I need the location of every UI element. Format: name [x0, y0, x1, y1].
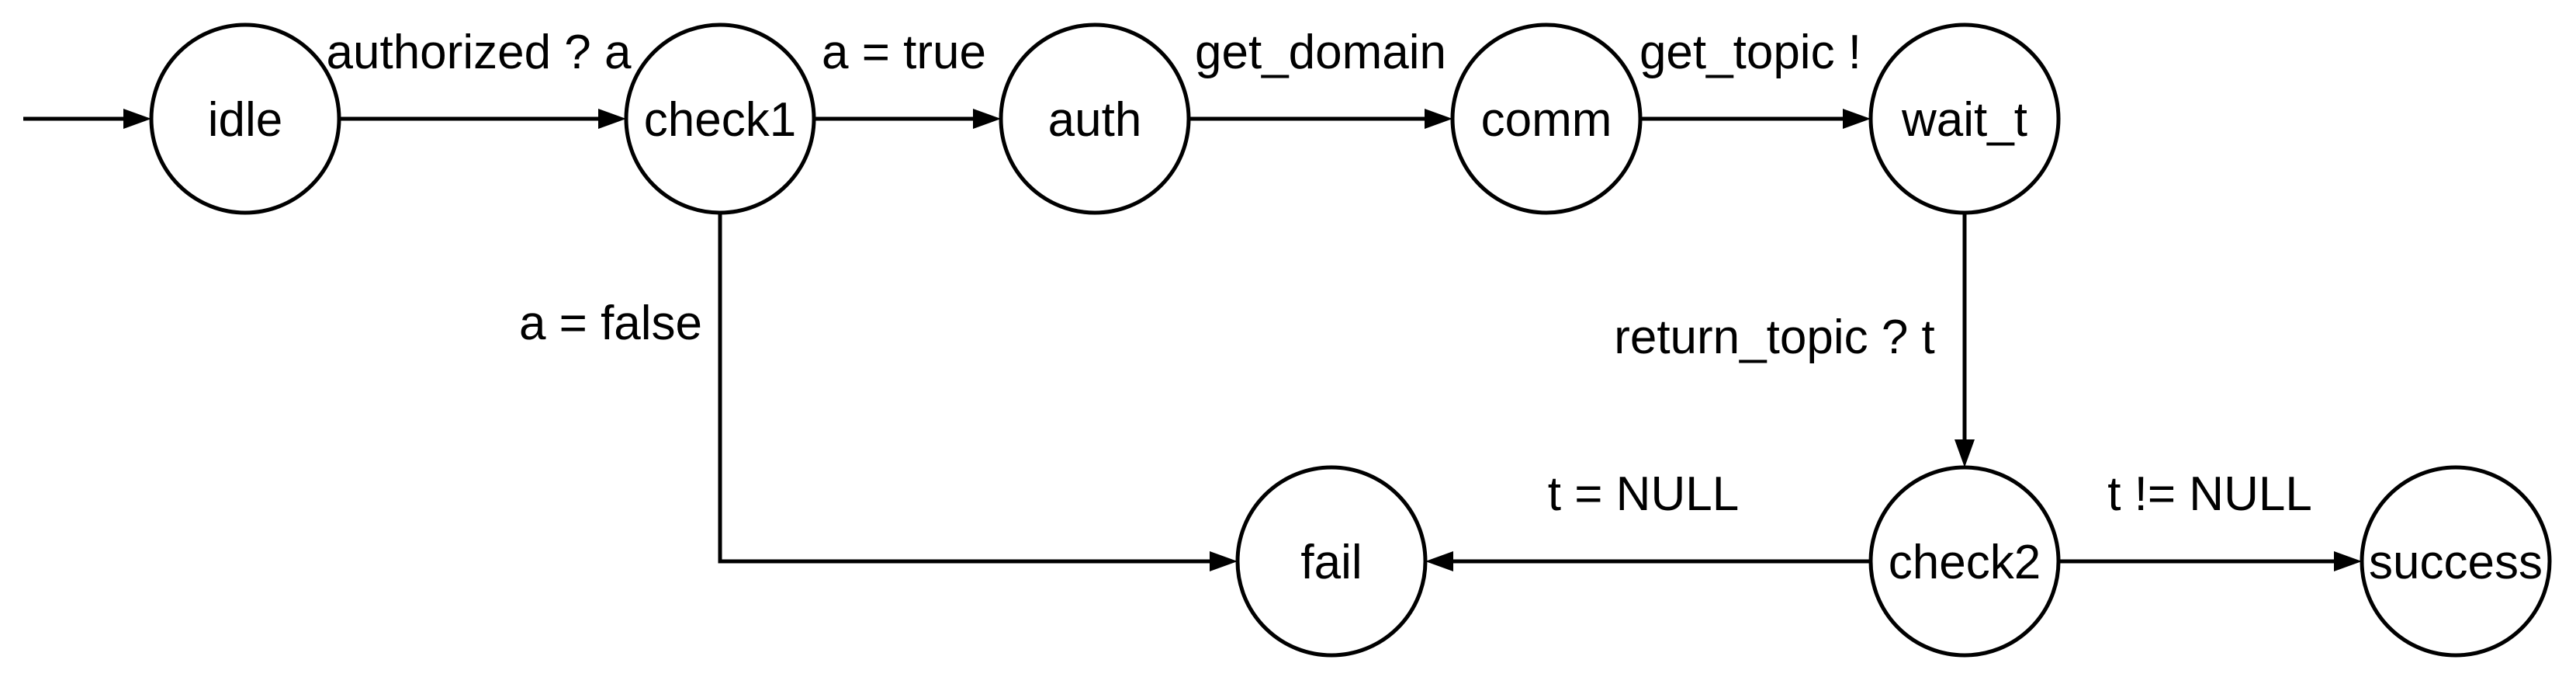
state-label-check1: check1	[644, 93, 796, 147]
arrowhead-icon	[1425, 109, 1452, 129]
state-node-idle: idle	[149, 23, 341, 215]
arrowhead-icon	[2334, 551, 2362, 571]
arrowhead-icon	[973, 109, 1001, 129]
state-circle	[1235, 465, 1428, 658]
state-label-check2: check2	[1889, 536, 2041, 589]
state-node-wait-t: wait_t	[1868, 23, 2061, 215]
state-circle	[2360, 465, 2552, 658]
transition-comm-wait-t: get_topic !	[1639, 26, 1871, 129]
arrowhead-icon	[1955, 439, 1975, 467]
arrowhead-icon	[1425, 551, 1453, 571]
arrowhead-icon	[123, 109, 151, 129]
transition-check1-auth: a = true	[814, 26, 1001, 129]
state-node-success: success	[2360, 465, 2552, 658]
state-label-wait-t: wait_t	[1901, 93, 2027, 147]
transition-check2-success: t != NULL	[2058, 467, 2362, 571]
transition-label-a-true: a = true	[822, 26, 986, 79]
transition-label-authorized: authorized ? a	[327, 26, 632, 79]
state-circle	[999, 23, 1191, 215]
state-circle	[1868, 465, 2061, 658]
transition-label-t-not-null: t != NULL	[2107, 467, 2312, 521]
transition-auth-comm: get_domain	[1189, 26, 1452, 129]
state-circle	[1868, 23, 2061, 215]
state-label-idle: idle	[208, 93, 283, 147]
state-circle	[624, 23, 816, 215]
transition-label-get-topic: get_topic !	[1639, 26, 1861, 79]
transition-check2-fail: t = NULL	[1425, 467, 1870, 571]
transition-wait-t-check2: return_topic ? t	[1614, 213, 1975, 467]
arrowhead-icon	[1210, 551, 1238, 571]
state-label-fail: fail	[1300, 536, 1362, 589]
state-node-check1: check1	[624, 23, 816, 215]
transition-label-a-false: a = false	[519, 297, 702, 350]
transition-start-idle	[23, 109, 151, 129]
state-circle	[1450, 23, 1643, 215]
transition-line	[718, 213, 1211, 564]
arrowhead-icon	[1843, 109, 1871, 129]
transition-label-return-topic: return_topic ? t	[1614, 311, 1935, 364]
transition-idle-check1: authorized ? a	[327, 26, 632, 129]
state-label-comm: comm	[1481, 93, 1612, 147]
state-node-comm: comm	[1450, 23, 1643, 215]
transition-label-t-null: t = NULL	[1548, 467, 1739, 521]
state-node-fail: fail	[1235, 465, 1428, 658]
state-node-auth: auth	[999, 23, 1191, 215]
transition-label-get-domain: get_domain	[1195, 26, 1446, 79]
arrowhead-icon	[598, 109, 626, 129]
state-label-success: success	[2369, 536, 2543, 589]
state-circle	[149, 23, 341, 215]
state-label-auth: auth	[1048, 93, 1142, 147]
transition-check1-fail: a = false	[519, 213, 1238, 571]
state-node-check2: check2	[1868, 465, 2061, 658]
